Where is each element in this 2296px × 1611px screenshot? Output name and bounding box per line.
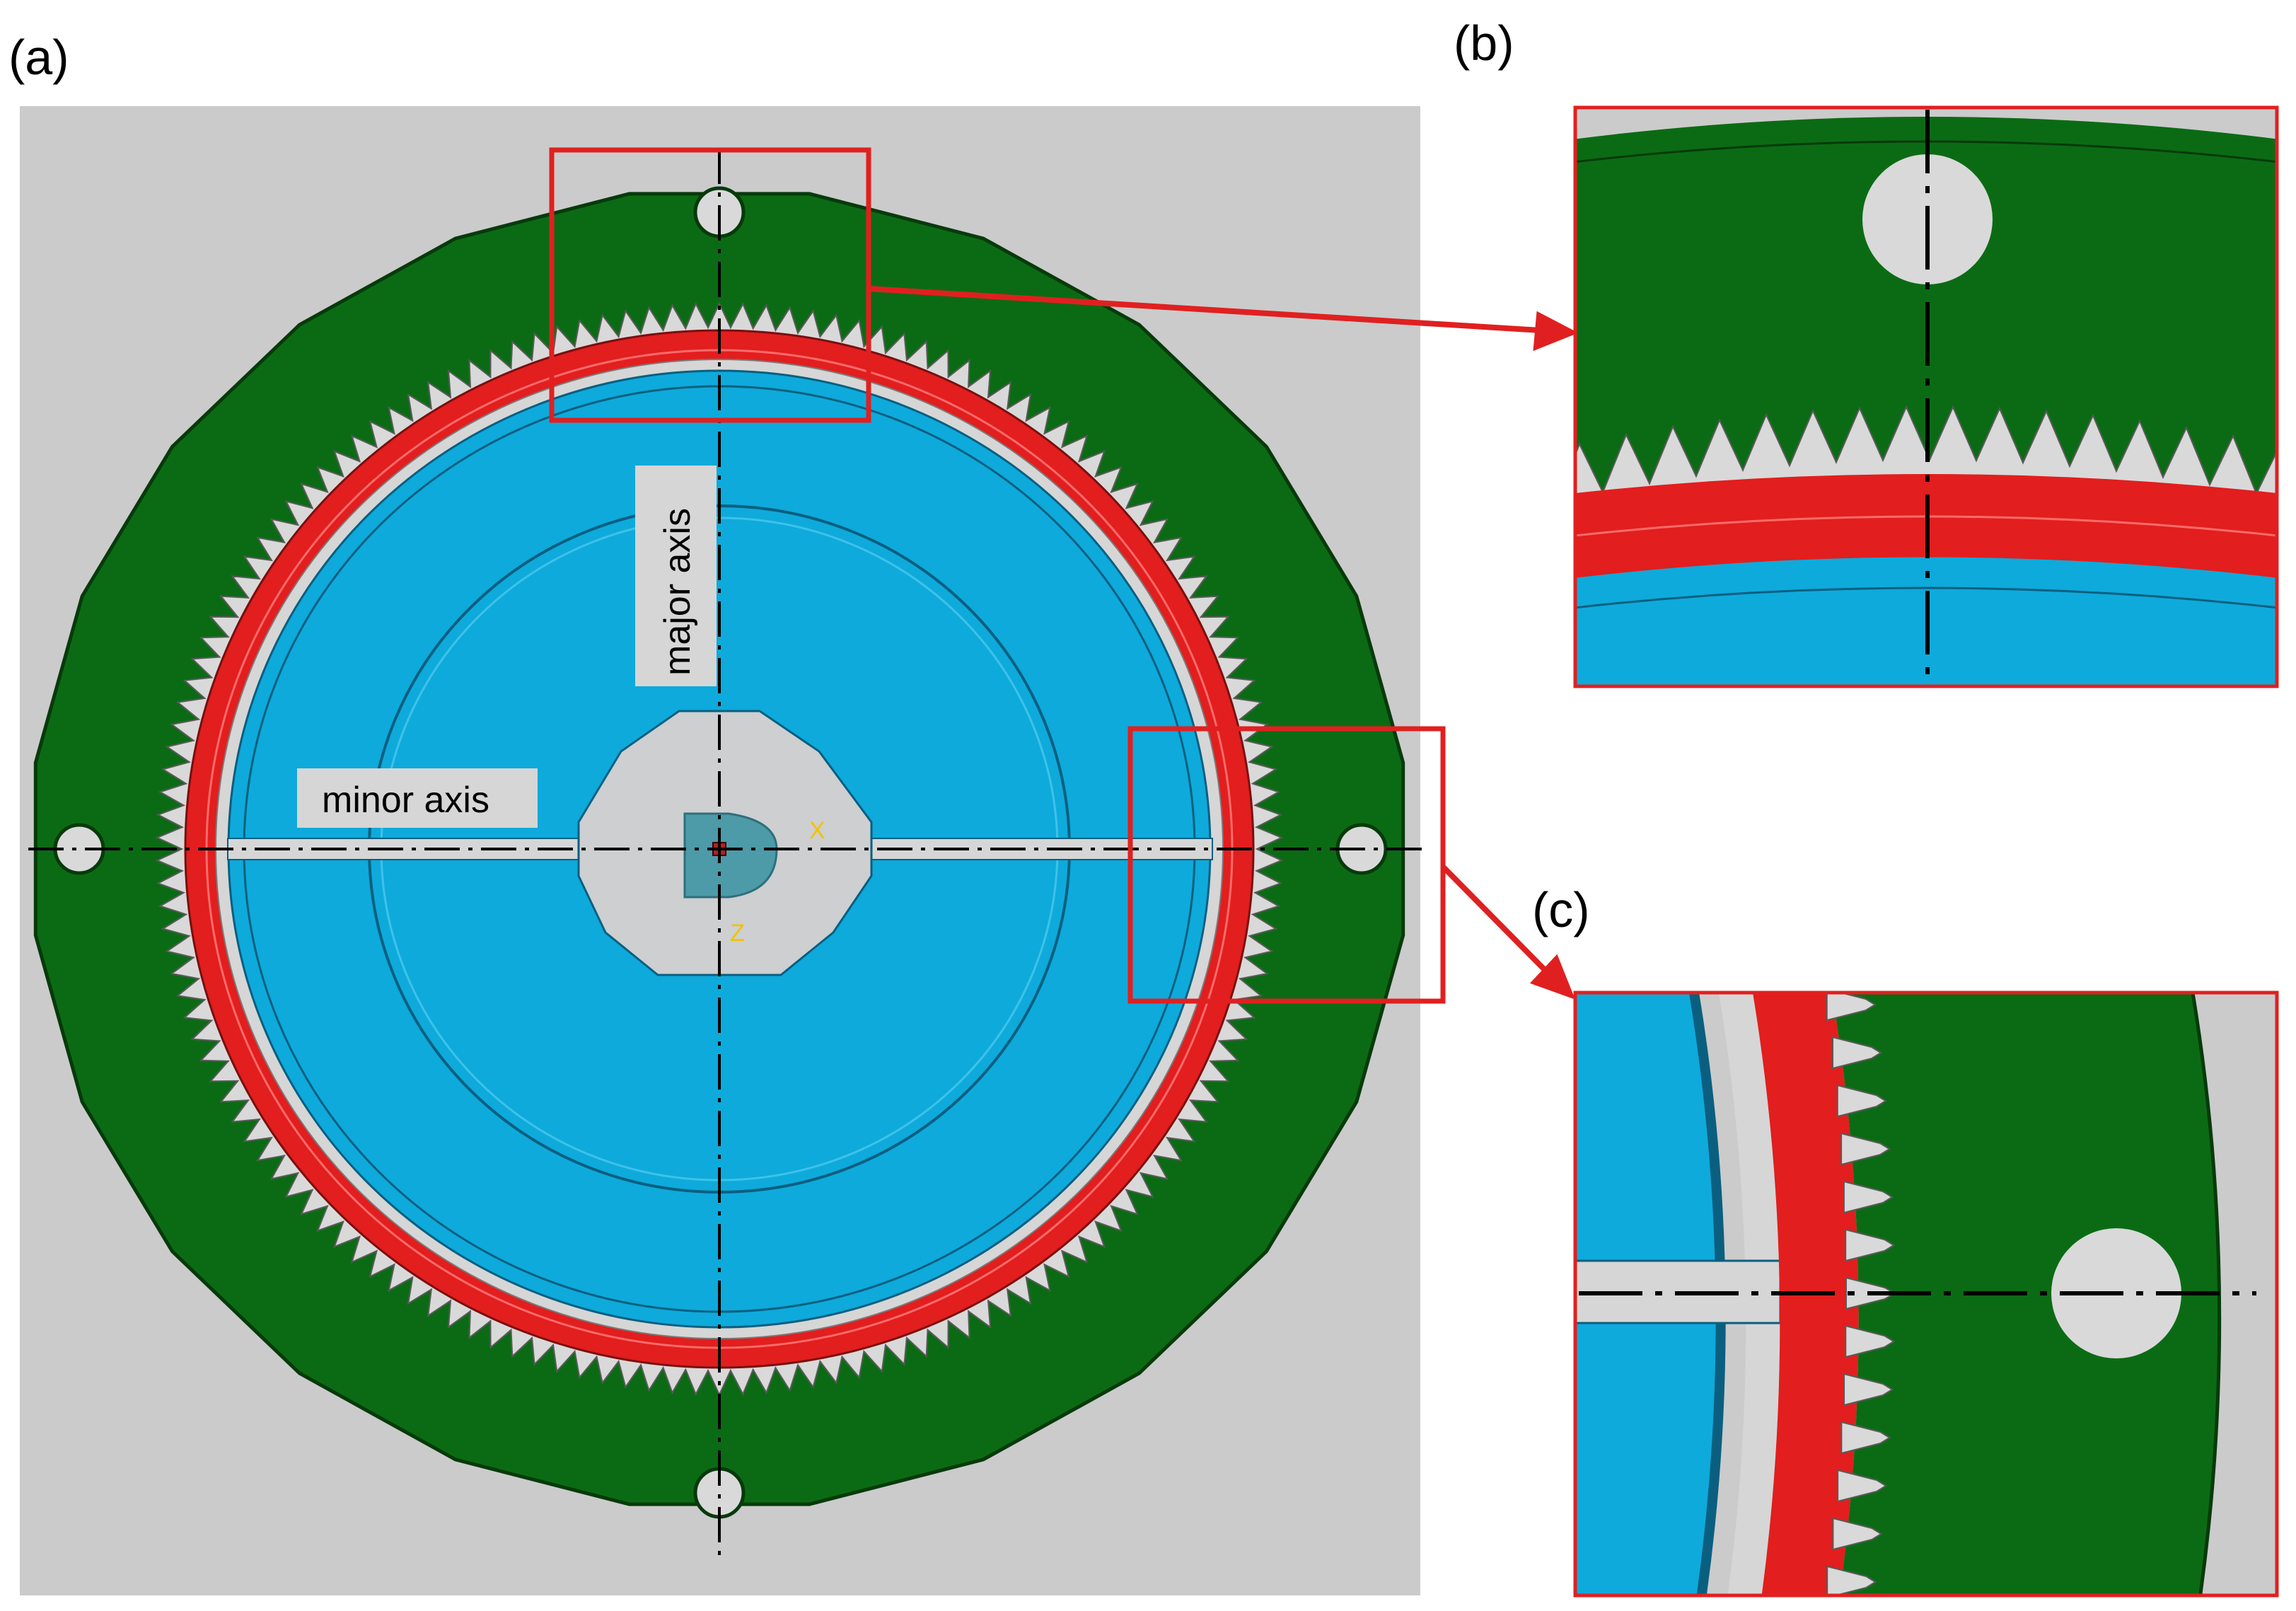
panel-c [1575,993,2277,1595]
panel-c-gear-tooth [1840,1132,1891,1166]
panel-c-gear-tooth [1832,1036,1882,1070]
panel-c-frame [1573,991,2279,1598]
zoom-frame-c-source [1127,726,1446,1004]
panel-c-gear-tooth [1837,1469,1888,1503]
panel-a-label: (a) [8,30,69,85]
zoom-frame-b-source [549,147,871,423]
minor-axis-label: minor axis [322,780,489,821]
panel-a: X Z major axis minor axis [20,106,1446,1595]
major-axis-label-box: major axis [635,466,717,686]
panel-c-gear-tooth [1845,1324,1896,1358]
panel-b-wave-edge [1575,587,2277,609]
panel-c-gear-tooth [1832,1517,1883,1551]
zoom-connectors [868,286,1579,1000]
connector-b [868,286,1553,334]
center-marker [683,812,778,899]
panel-b [1575,108,2277,686]
panel-b-frame [1573,105,2279,688]
panel-c-gear-tooth [1826,1565,1877,1595]
connector-c-arrowhead [1529,954,1576,1000]
panel-c-label: (c) [1532,882,1590,937]
panel-c-gear-tooth [1845,1228,1896,1262]
panel-c-gear-tooth [1843,1180,1894,1214]
panel-b-label: (b) [1454,16,1514,71]
coord-x-label: X [809,817,825,844]
coord-z-label: Z [730,920,745,947]
panel-c-gear-tooth [1826,993,1877,1022]
major-axis-label: major axis [657,508,698,676]
connector-c [1441,865,1557,982]
panel-c-gear-tooth [1836,1084,1887,1118]
panel-c-gear-tooth [1843,1373,1894,1407]
connector-b-arrowhead [1533,311,1579,352]
minor-axis-label-box: minor axis [297,768,538,828]
panel-c-gear-tooth [1840,1421,1891,1455]
